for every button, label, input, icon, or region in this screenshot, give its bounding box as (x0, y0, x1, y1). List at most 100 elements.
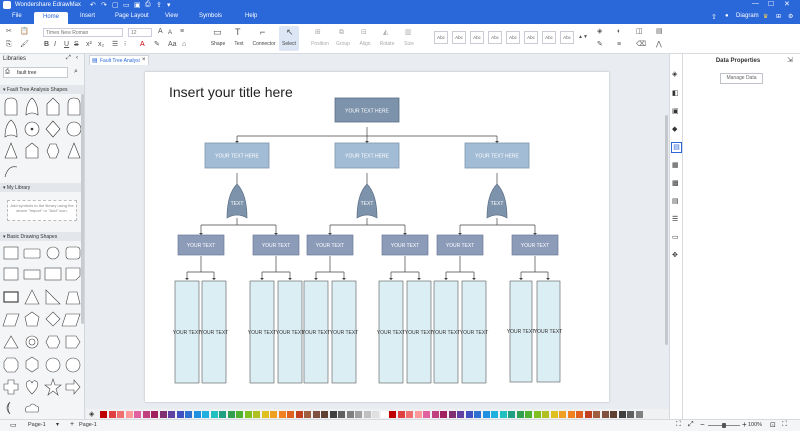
redo-icon[interactable]: ↷ (101, 2, 107, 9)
color-swatch[interactable] (516, 411, 524, 418)
style-preset-8[interactable]: Abc (560, 31, 574, 44)
text-tool-icon[interactable]: T (235, 27, 241, 37)
color-swatch[interactable] (202, 411, 209, 418)
strikethrough-icon[interactable]: S (74, 41, 79, 48)
document-icon[interactable]: ▤ (672, 198, 679, 205)
color-swatch[interactable] (635, 411, 643, 418)
page-dropdown-chevron-icon[interactable]: ▾ (56, 422, 60, 428)
canvas-vertical-scrollbar[interactable] (664, 65, 669, 409)
collapse-ribbon-icon[interactable]: ⋀ (656, 41, 662, 48)
style-preset-1[interactable]: Abc (434, 31, 448, 44)
menu-view[interactable]: View (165, 13, 178, 19)
size-label[interactable]: Size (404, 41, 414, 47)
color-swatch[interactable] (397, 411, 405, 418)
position-icon[interactable]: ⊞ (315, 29, 321, 36)
text-tool-label[interactable]: Text (234, 41, 244, 47)
color-swatch[interactable] (576, 411, 583, 418)
color-swatch[interactable] (159, 411, 167, 418)
new-file-icon[interactable]: ▢ (112, 2, 119, 9)
format-painter-icon[interactable]: 🖌 (20, 41, 29, 48)
style-preset-3[interactable]: Abc (470, 31, 484, 44)
maximize-icon[interactable]: ☐ (768, 1, 775, 8)
minimize-icon[interactable]: — (752, 0, 759, 7)
color-swatch[interactable] (278, 411, 286, 418)
save-icon[interactable]: ▣ (134, 2, 141, 9)
fill-icon[interactable]: ◈ (597, 28, 603, 35)
highlight-icon[interactable]: ✎ (154, 41, 160, 48)
bullets-icon[interactable]: ⁝ (124, 41, 127, 48)
italic-icon[interactable]: I (54, 41, 56, 48)
drawing-page[interactable]: Insert your title here (145, 72, 609, 402)
color-swatch[interactable] (108, 411, 116, 418)
color-swatch[interactable] (372, 411, 379, 418)
color-swatch[interactable] (525, 411, 532, 418)
text-format-icon[interactable]: ⌂ (182, 41, 187, 48)
align-icon[interactable]: ≡ (180, 28, 185, 35)
style-preset-7[interactable]: Abc (542, 31, 556, 44)
cut-icon[interactable]: ✂ (6, 28, 12, 35)
zoom-slider-knob[interactable] (722, 423, 726, 428)
format-icon[interactable]: ◈ (672, 71, 678, 78)
menu-page-layout[interactable]: Page Layout (115, 13, 149, 19)
color-swatch[interactable] (185, 411, 192, 418)
copy-icon[interactable]: ⎘ (6, 41, 12, 48)
color-swatch[interactable] (134, 411, 141, 418)
menu-home[interactable]: Home (34, 12, 69, 24)
color-swatch[interactable] (210, 411, 218, 418)
color-swatch[interactable] (542, 411, 549, 418)
fit-page-icon[interactable]: ⛶ (676, 421, 681, 428)
my-library-dropzone[interactable]: Add symbols to the library using the abo… (7, 200, 77, 221)
add-page-icon[interactable]: + (70, 421, 75, 428)
fit-icon[interactable]: ✥ (672, 252, 678, 259)
color-swatch[interactable] (295, 411, 303, 418)
menu-file[interactable]: File (12, 13, 22, 19)
color-swatch[interactable] (584, 411, 592, 418)
color-swatch[interactable] (601, 411, 609, 418)
export-icon[interactable]: ⇪ (156, 2, 162, 9)
color-swatch[interactable] (100, 411, 107, 418)
my-library-section-header[interactable]: ▾ My Library (0, 183, 84, 192)
color-swatch[interactable] (117, 411, 124, 418)
size-icon[interactable]: ▥ (405, 29, 412, 36)
color-swatch[interactable] (244, 411, 252, 418)
manage-data-button[interactable]: Manage Data (720, 73, 763, 84)
style-preset-5[interactable]: Abc (506, 31, 520, 44)
document-tab[interactable]: ▤ Fault Tree Analysis 1 × (89, 55, 149, 65)
more-icon[interactable]: ▾ (167, 2, 171, 9)
table-icon[interactable]: ▩ (672, 180, 679, 187)
color-swatch[interactable] (312, 411, 320, 418)
full-screen-icon[interactable]: ⤢ (688, 421, 694, 428)
zoom-out-icon[interactable]: − (700, 420, 705, 429)
color-swatch[interactable] (618, 411, 626, 418)
page-dropdown[interactable]: Page-1 (28, 422, 46, 428)
data-properties-icon[interactable]: ▤ (671, 142, 682, 153)
color-swatch[interactable] (168, 411, 175, 418)
color-swatch[interactable] (414, 411, 422, 418)
line-style-icon[interactable]: ≡ (617, 41, 622, 48)
collapse-panel-icon[interactable]: ‹ (76, 55, 78, 61)
color-swatch[interactable] (627, 411, 634, 418)
color-swatch[interactable] (236, 411, 243, 418)
layers-icon[interactable]: ◆ (672, 126, 678, 133)
color-swatch[interactable] (304, 411, 311, 418)
font-shrink-icon[interactable]: A (168, 30, 173, 36)
color-swatch[interactable] (440, 411, 447, 418)
superscript-icon[interactable]: x² (86, 41, 92, 48)
basic-shapes-section-header[interactable]: ▾ Basic Drawing Shapes (0, 232, 84, 241)
color-swatch[interactable] (142, 411, 150, 418)
color-swatch[interactable] (193, 411, 201, 418)
color-swatch[interactable] (176, 411, 184, 418)
replace-shape-icon[interactable]: ◫ (636, 28, 643, 35)
color-swatch[interactable] (465, 411, 473, 418)
scrollbar-thumb[interactable] (665, 115, 668, 345)
user-avatar-icon[interactable]: ● (725, 13, 729, 19)
underline-icon[interactable]: U (64, 41, 70, 48)
open-folder-icon[interactable]: ▭ (123, 2, 130, 9)
history-icon[interactable]: ▭ (672, 234, 679, 241)
color-swatch[interactable] (389, 411, 396, 418)
image-icon[interactable]: ▣ (672, 108, 679, 115)
select-tool-label[interactable]: Select (282, 41, 296, 47)
panel-close-icon[interactable]: ⇲ (787, 57, 793, 64)
font-grow-icon[interactable]: A (158, 28, 163, 35)
chart-icon[interactable]: ▦ (672, 162, 679, 169)
